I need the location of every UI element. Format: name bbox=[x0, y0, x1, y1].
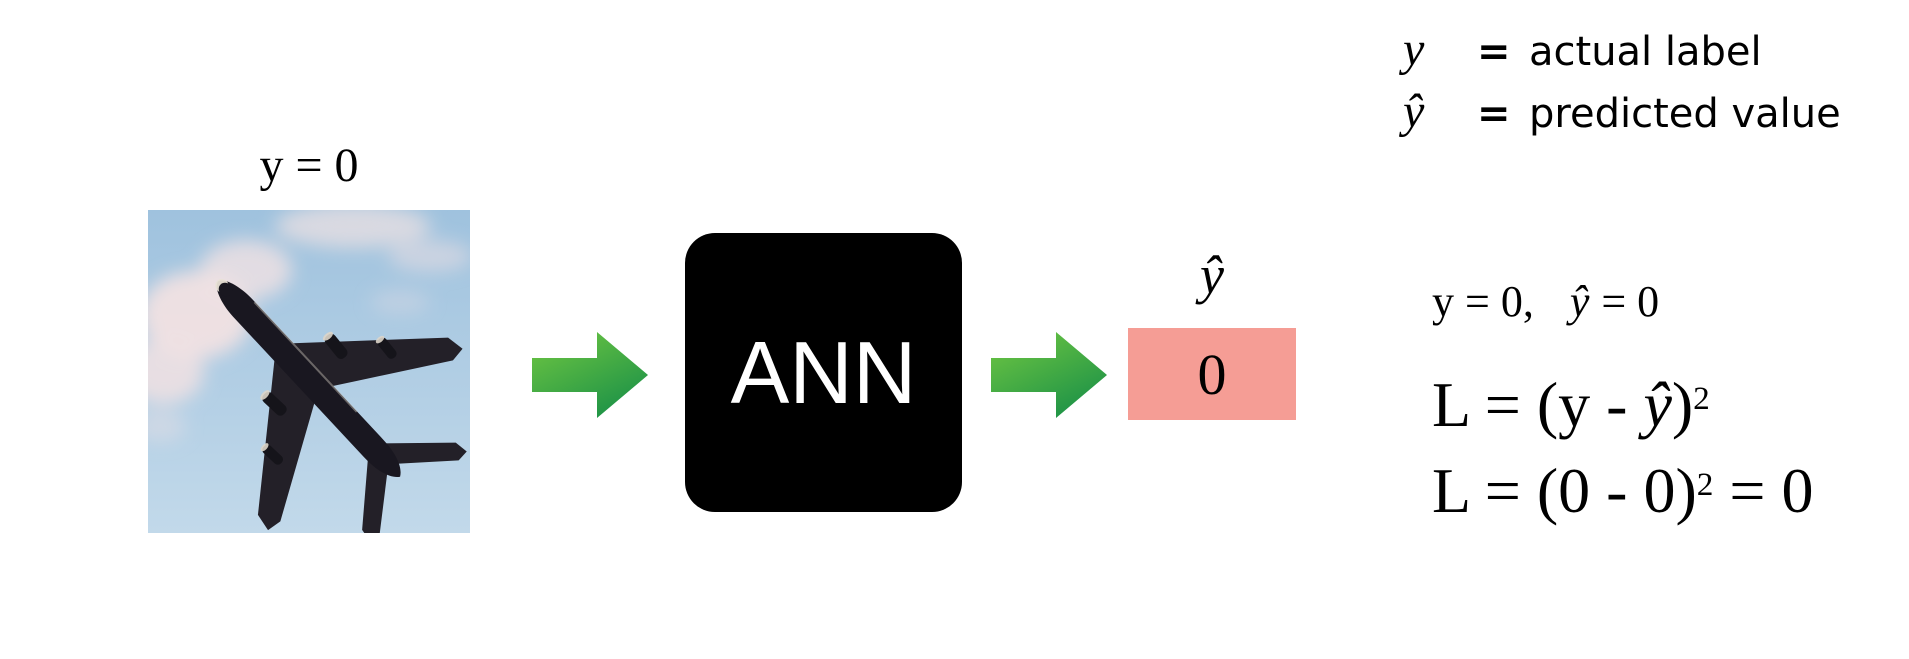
ann-box: ANN bbox=[685, 233, 962, 512]
flow-arrow-input-to-ann green-right-arrow-icon bbox=[532, 332, 648, 418]
loss-formula-pre: L = (y - bbox=[1432, 369, 1644, 440]
legend-text-predicted-value: predicted value bbox=[1529, 91, 1841, 137]
loss-yhat-symbol: ŷ bbox=[1569, 277, 1590, 326]
loss-formula-line: L = (y - ŷ)2 bbox=[1432, 368, 1710, 442]
legend-text-actual-label: actual label bbox=[1529, 29, 1762, 75]
loss-formula-yhat: ŷ bbox=[1643, 369, 1672, 440]
loss-y-value: y = 0, bbox=[1432, 277, 1534, 326]
loss-result-value: = 0 bbox=[1713, 455, 1814, 526]
prediction-value: 0 bbox=[1197, 341, 1227, 407]
legend-symbol-y: y bbox=[1403, 23, 1425, 76]
ann-label: ANN bbox=[730, 322, 917, 422]
loss-result-line: L = (0 - 0)2 = 0 bbox=[1432, 454, 1813, 528]
legend-row-actual-label: y = actual label bbox=[1403, 22, 1762, 77]
loss-formula-exponent: 2 bbox=[1693, 379, 1710, 417]
clouds bbox=[148, 210, 470, 442]
loss-yhat-value: = 0 bbox=[1601, 277, 1660, 326]
loss-result-pre: L = (0 - 0) bbox=[1432, 455, 1697, 526]
loss-formula-close: ) bbox=[1671, 369, 1694, 440]
legend-symbol-yhat: ŷ bbox=[1403, 85, 1425, 138]
loss-values-line: y = 0, ŷ= 0 bbox=[1432, 276, 1659, 327]
prediction-symbol: ŷ bbox=[1200, 245, 1224, 305]
legend-row-predicted-value: ŷ = predicted value bbox=[1403, 84, 1841, 139]
legend-equals: = bbox=[1477, 91, 1511, 137]
loss-result-exponent: 2 bbox=[1696, 465, 1714, 503]
airplane-image bbox=[148, 210, 470, 533]
flow-arrow-ann-to-prediction green-right-arrow-icon bbox=[991, 332, 1107, 418]
input-label: y = 0 bbox=[259, 139, 359, 192]
engine-pods bbox=[260, 331, 397, 465]
airplane-silhouette bbox=[215, 279, 467, 533]
legend-equals: = bbox=[1477, 29, 1511, 75]
prediction-box: 0 bbox=[1128, 328, 1296, 420]
